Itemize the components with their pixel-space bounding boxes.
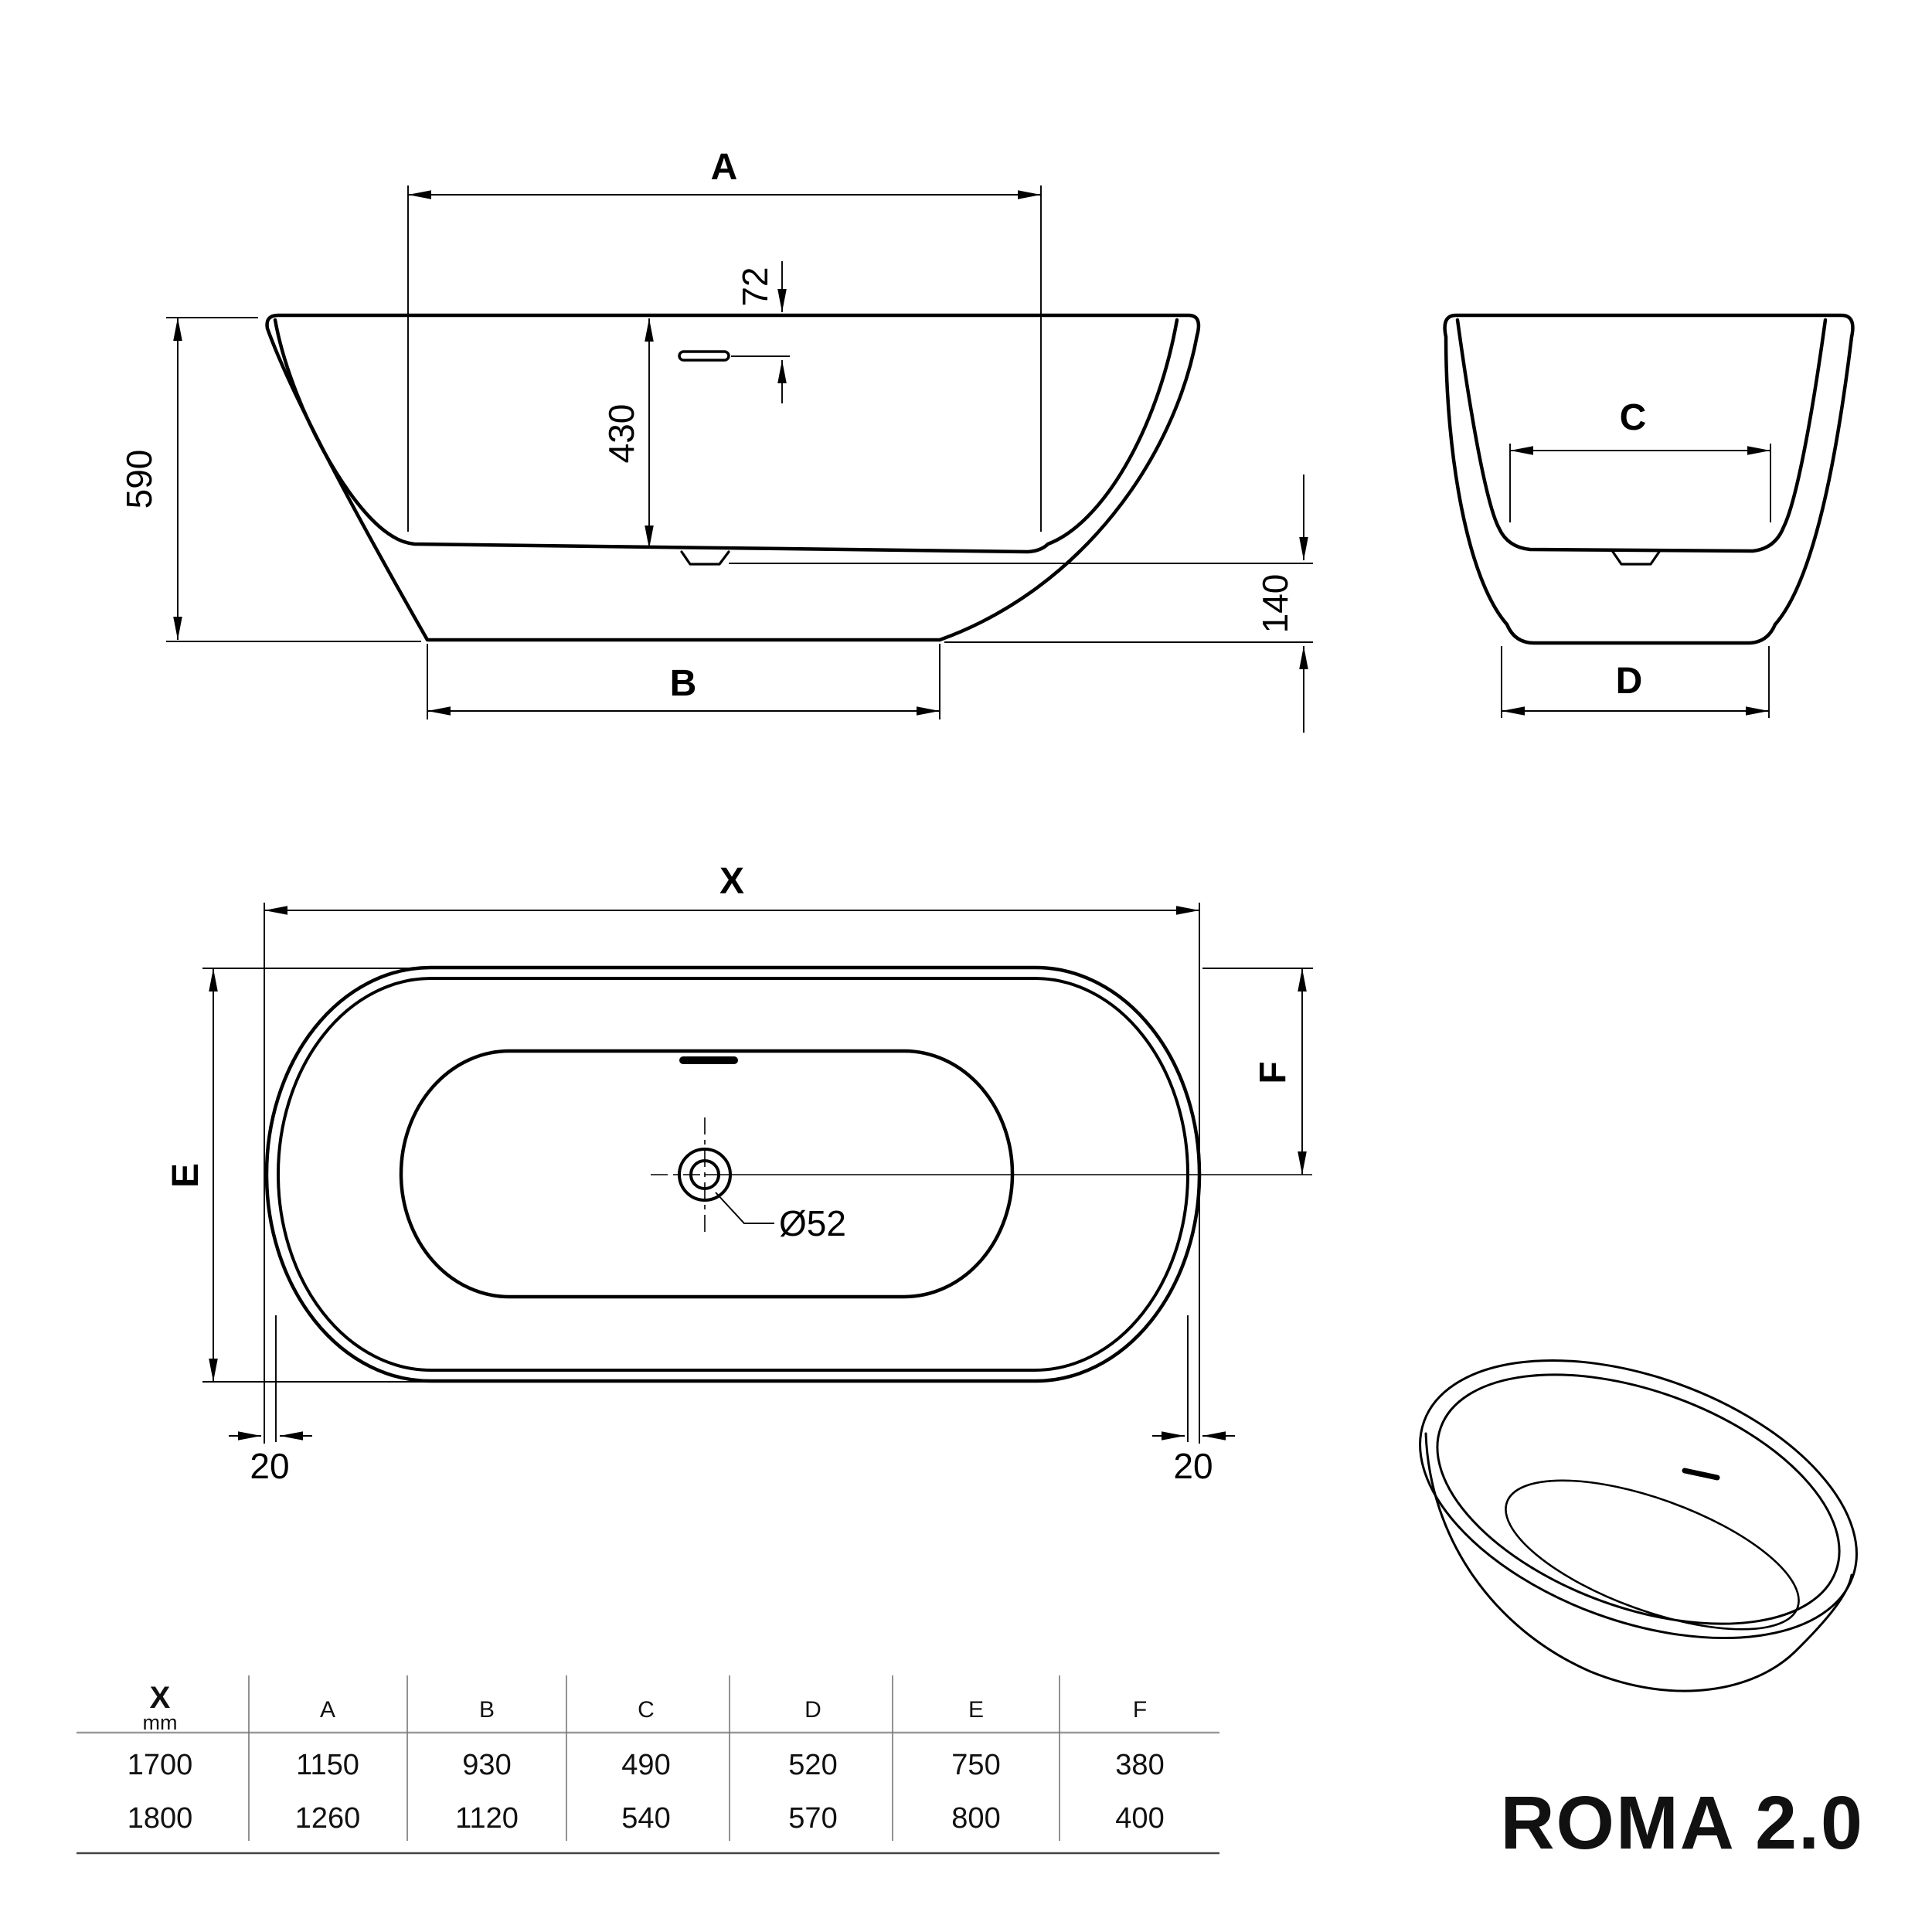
side-overflow-slot [678,350,730,362]
dim-label-b: B [670,663,697,704]
end-view: C D [1443,313,1855,718]
table-header-f: F [1133,1697,1147,1723]
dim-label-f: F [1253,1061,1294,1083]
dim-label-72: 72 [735,267,775,306]
table-cell: 1800 [128,1802,193,1835]
drain-diameter-label: Ø52 [779,1203,846,1243]
dim-label-x: X [719,861,744,902]
dim-label-c: C [1620,397,1647,438]
table-cell: 490 [621,1749,670,1781]
table-cell: 1150 [296,1749,359,1781]
dim-label-a: A [711,147,738,188]
table-cell: 800 [951,1802,1000,1835]
table-cell: 540 [621,1802,670,1835]
product-name: ROMA 2.0 [1500,1781,1864,1865]
end-drain-recess [1611,550,1661,566]
dim-label-430: 430 [601,404,641,464]
table-cell: 1700 [128,1749,193,1781]
sketch-inner-rim [1436,1373,1841,1625]
dim-label-20-right: 20 [1173,1446,1213,1486]
table-header-b: B [479,1697,495,1723]
table-cell: 570 [788,1802,837,1835]
side-inner-outline [273,318,1179,554]
sketch-floor-edge [1505,1479,1800,1631]
table-header-a: A [320,1697,335,1723]
table-column-dividers [248,1675,1060,1841]
table-cell: 930 [462,1749,511,1781]
drain-leader [715,1192,774,1224]
dim-label-e: E [165,1163,206,1188]
dim-label-20-left: 20 [250,1446,289,1486]
table-cell: 1260 [295,1802,361,1835]
dim-label-d: D [1616,661,1643,702]
side-drain-recess [680,550,730,566]
table-row: 1800 1260 1120 540 570 800 400 [128,1802,1165,1835]
table-header-x: X [150,1681,171,1715]
top-overflow-slot [679,1056,738,1064]
table-cell: 400 [1115,1802,1164,1835]
side-view: A B 590 430 72 140 [119,147,1313,733]
side-outer-outline [265,313,1201,642]
table-cell: 520 [788,1749,837,1781]
table-header-d: D [804,1697,821,1723]
top-view: Ø52 X E F 20 20 [165,861,1313,1486]
sketch-body-silhouette [1424,1432,1853,1692]
dim-label-590: 590 [119,450,159,509]
table-header-e: E [968,1697,984,1723]
table-header-c: C [638,1697,655,1723]
sketch-overflow-slot [1682,1468,1720,1481]
table-row: 1700 1150 930 490 520 750 380 [128,1749,1165,1781]
dimension-table: X mm A B C D E F 1700 1150 930 490 520 7… [77,1675,1219,1855]
bathtub-3d-sketch [1419,1359,1858,1692]
end-outer-outline [1443,313,1855,645]
table-cell: 1120 [455,1802,519,1835]
sketch-outer-rim [1419,1359,1858,1640]
table-cell: 750 [951,1749,1000,1781]
dim-label-140: 140 [1255,574,1295,634]
top-basin-outline [399,1049,1015,1299]
table-header-unit: mm [143,1711,178,1734]
end-inner-outline [1455,318,1828,553]
table-cell: 380 [1115,1749,1164,1781]
